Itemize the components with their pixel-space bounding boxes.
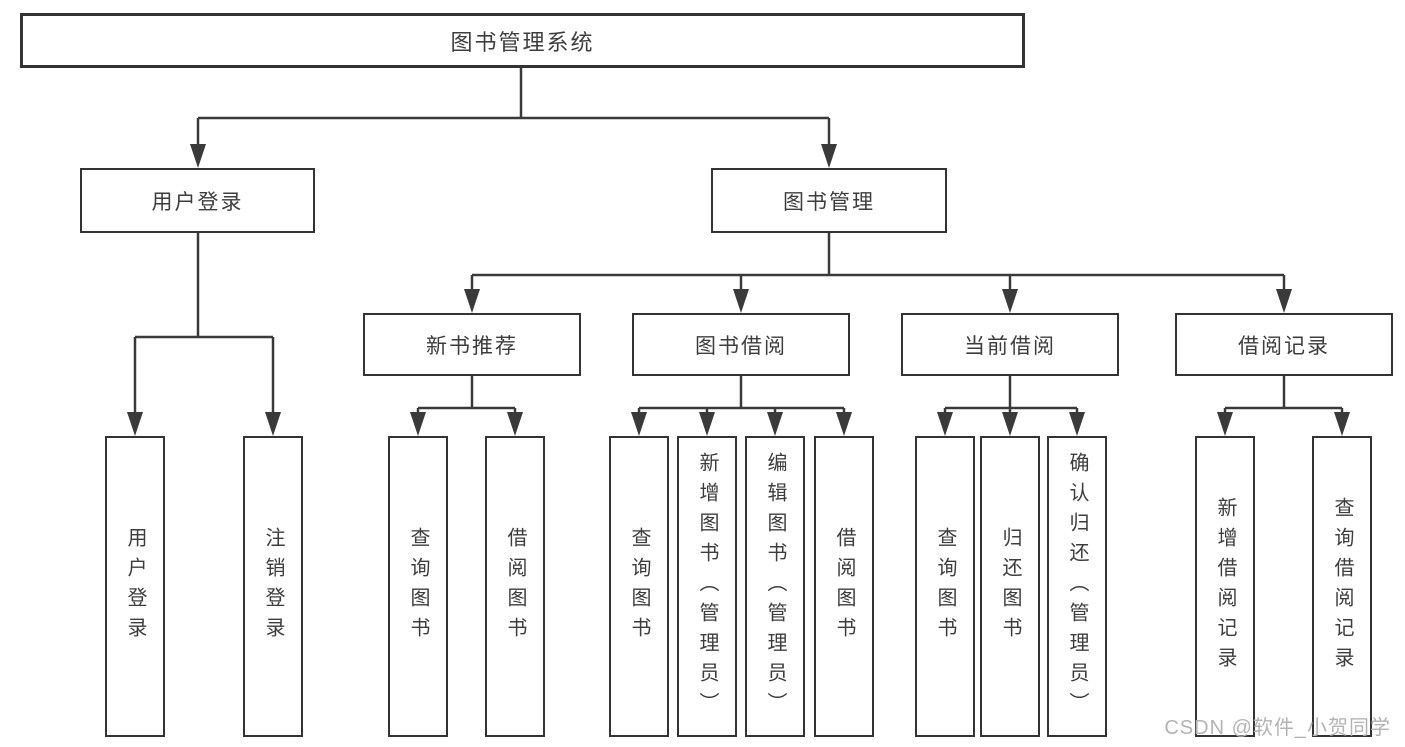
node-logout: 注销登录 — [243, 436, 303, 737]
node-br-add-record: 新增借阅记录 — [1195, 436, 1255, 737]
node-bb-borrow-books: 借阅图书 — [814, 436, 874, 737]
arrowheads — [127, 144, 1350, 436]
node-br-query-record: 查询借阅记录 — [1312, 436, 1372, 737]
watermark: CSDN @软件_小贺同学 — [1164, 717, 1391, 739]
node-cb-query-books: 查询图书 — [915, 436, 975, 737]
node-bb-edit-book-admin: 编辑图书（管理员） — [745, 436, 805, 737]
node-book-management: 图书管理 — [711, 168, 947, 233]
node-user-login: 用户登录 — [80, 168, 315, 233]
node-book-borrow: 图书借阅 — [632, 313, 850, 376]
node-cb-confirm-return-admin: 确认归还（管理员） — [1047, 436, 1107, 737]
node-bb-query-books: 查询图书 — [609, 436, 669, 737]
node-bb-add-book-admin: 新增图书（管理员） — [677, 436, 737, 737]
node-login: 用户登录 — [105, 436, 165, 737]
node-new-book-recommend: 新书推荐 — [363, 313, 581, 376]
node-nbr-query-books: 查询图书 — [388, 436, 448, 737]
node-current-borrow: 当前借阅 — [901, 313, 1119, 376]
node-cb-return-books: 归还图书 — [980, 436, 1040, 737]
node-borrow-records: 借阅记录 — [1175, 313, 1393, 376]
node-nbr-borrow-books: 借阅图书 — [485, 436, 545, 737]
node-library-system: 图书管理系统 — [20, 13, 1025, 68]
